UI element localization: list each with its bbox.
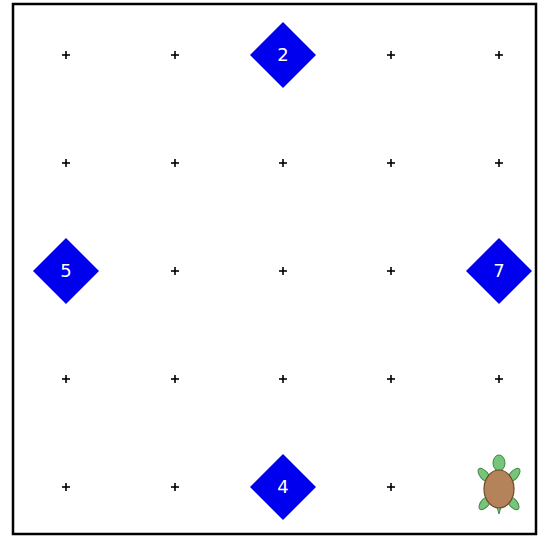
grid-marker	[171, 51, 179, 59]
diamond-number: 5	[60, 261, 71, 281]
grid-marker	[279, 267, 287, 275]
number-diamond: 5	[33, 238, 99, 304]
grid-marker	[495, 51, 503, 59]
grid-marker	[171, 159, 179, 167]
number-diamond: 7	[466, 238, 532, 304]
grid-markers	[62, 51, 503, 491]
grid-marker	[495, 159, 503, 167]
grid-marker	[279, 159, 287, 167]
grid-marker	[387, 375, 395, 383]
grid-marker	[387, 51, 395, 59]
number-diamond: 4	[250, 454, 316, 520]
grid-marker	[387, 267, 395, 275]
grid-marker	[62, 51, 70, 59]
diamond-number: 4	[277, 477, 288, 497]
grid-marker	[62, 159, 70, 167]
diamond-number: 7	[493, 261, 504, 281]
grid-marker	[171, 483, 179, 491]
number-diamond: 2	[250, 22, 316, 88]
grid-marker	[387, 483, 395, 491]
grid-marker	[171, 375, 179, 383]
grid-marker	[279, 375, 287, 383]
grid-marker	[62, 483, 70, 491]
grid-marker	[171, 267, 179, 275]
turtle-sprite	[476, 455, 522, 514]
grid-marker	[62, 375, 70, 383]
diamond-number: 2	[277, 45, 288, 65]
grid-marker	[495, 375, 503, 383]
board-frame	[13, 4, 536, 534]
grid-marker	[387, 159, 395, 167]
